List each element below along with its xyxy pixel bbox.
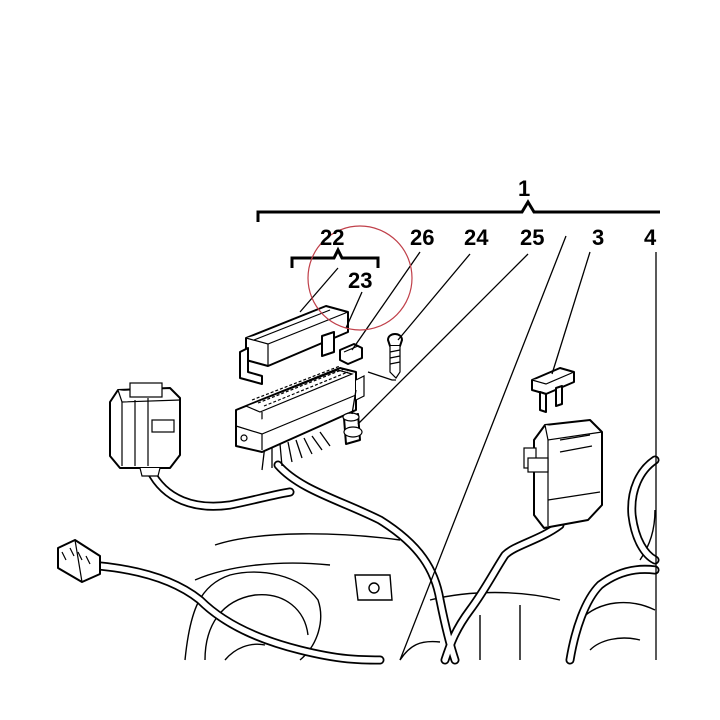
callout-26: 26: [410, 225, 434, 250]
wire-harness: [95, 431, 660, 665]
fuse-box-cover: [239, 305, 349, 385]
chassis-outline: [184, 509, 656, 661]
wire-connector: [57, 539, 101, 583]
callout-3: 3: [592, 225, 604, 250]
callout-22: 22: [320, 225, 344, 250]
highlight-circle: [307, 225, 413, 331]
grommet: [342, 412, 363, 445]
callout-24: 24: [464, 225, 489, 250]
leader-lines: [299, 235, 657, 661]
fuse-holder: [523, 419, 603, 529]
fuse-box-base: [235, 365, 365, 453]
callout-4: 4: [644, 225, 657, 250]
callout-25: 25: [520, 225, 544, 250]
blade-fuse: [531, 367, 575, 413]
fuse-clip: [339, 343, 363, 365]
fuse-box-bracket: [290, 246, 380, 268]
screw: [387, 333, 403, 379]
assembly-bracket: [256, 199, 660, 222]
callout-23: 23: [348, 268, 372, 293]
callout-1: 1: [518, 176, 530, 201]
relay: [109, 382, 181, 477]
